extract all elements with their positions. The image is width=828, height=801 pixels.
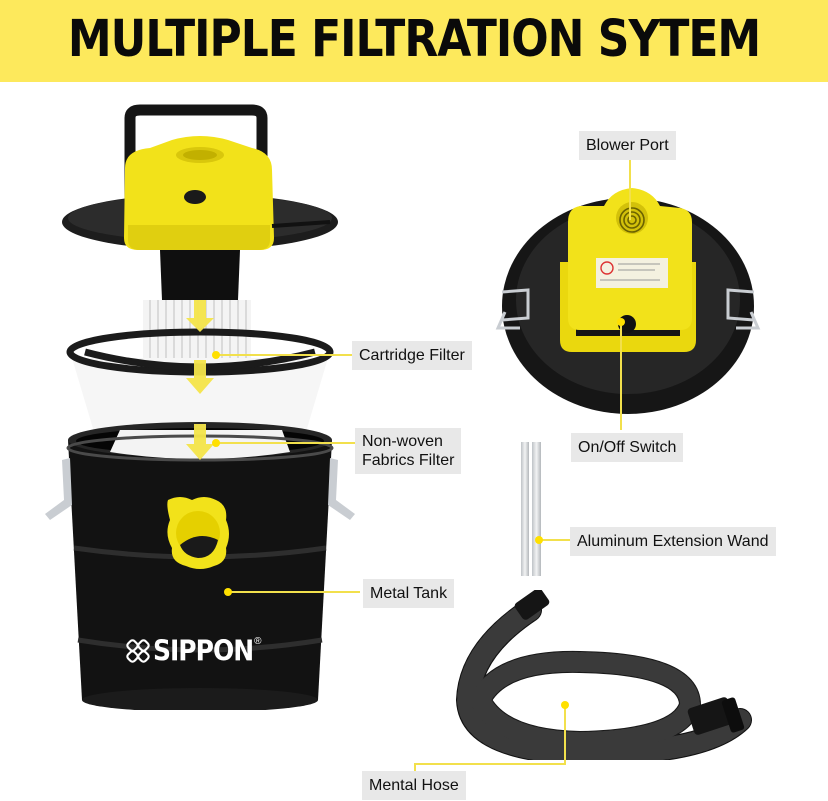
leader-line-non-woven-filter	[216, 442, 358, 444]
hose-illustration	[455, 590, 752, 760]
leader-line-extension-wand	[540, 539, 570, 541]
label-hose: Mental Hose	[362, 771, 466, 800]
label-blower-port: Blower Port	[579, 131, 676, 160]
callout-dot-on-off-switch	[617, 318, 625, 326]
page-title: MULTIPLE FILTRATION SYTEM	[67, 10, 761, 69]
leader-line-blower-port	[629, 158, 631, 220]
label-non-woven-line2: Fabrics Filter	[362, 452, 455, 469]
label-cartridge-filter: Cartridge Filter	[352, 341, 472, 370]
callout-dot-non-woven-filter	[212, 439, 220, 447]
registered-mark: ®	[254, 636, 262, 647]
leader-line-hose-horizontal	[414, 763, 566, 765]
lid-underside-illustration	[495, 188, 761, 414]
leader-line-hose-vertical	[564, 705, 566, 765]
sippon-logo-icon	[126, 638, 150, 663]
leader-line-on-off-switch	[620, 322, 622, 430]
label-extension-wand: Aluminum Extension Wand	[570, 527, 776, 556]
aluminum-wand-illustration	[521, 442, 541, 576]
callout-dot-metal-tank	[224, 588, 232, 596]
vacuum-exploded-illustration	[45, 104, 355, 710]
callout-dot-hose	[561, 701, 569, 709]
leader-line-hose-drop	[414, 763, 416, 773]
label-on-off-switch: On/Off Switch	[571, 433, 684, 462]
label-metal-tank: Metal Tank	[363, 579, 455, 608]
brand-logo: SIPPON ®	[126, 633, 262, 668]
leader-line-metal-tank	[228, 591, 360, 593]
title-banner: MULTIPLE FILTRATION SYTEM	[0, 0, 828, 82]
callout-dot-cartridge-filter	[212, 351, 220, 359]
brand-name: SIPPON	[153, 633, 254, 668]
down-arrow-icon	[186, 300, 214, 460]
callout-dot-extension-wand	[535, 536, 543, 544]
label-non-woven-line1: Non-woven	[362, 433, 443, 450]
label-non-woven-filter: Non-woven Fabrics Filter	[355, 428, 462, 474]
leader-line-cartridge-filter	[216, 354, 354, 356]
